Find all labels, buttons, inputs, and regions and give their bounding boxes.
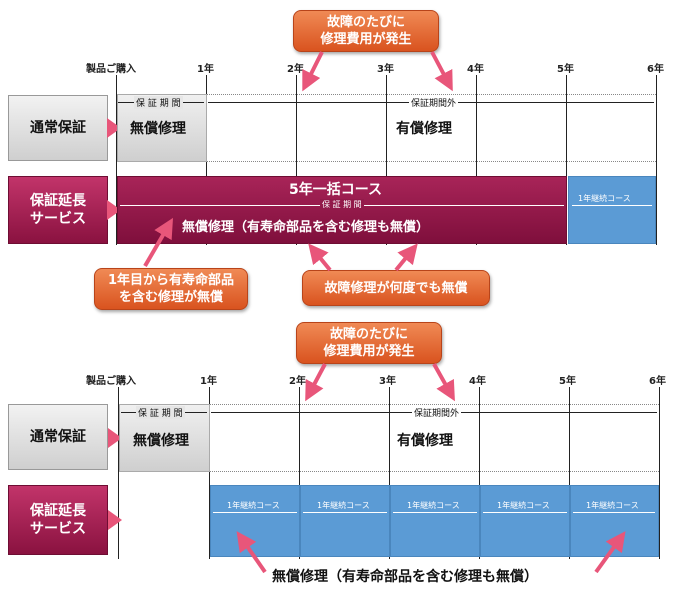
free-repair-text: 無償修理 <box>130 121 186 137</box>
callout-line: 修理費用が発生 <box>320 32 412 47</box>
year-line <box>659 387 660 559</box>
row-label-text: サービス <box>30 521 86 537</box>
tick-purchase: 製品ご購入 <box>86 376 136 387</box>
row-label-normal-warranty: 通常保証 <box>8 404 108 470</box>
one-year-course-label: 1年継続コース <box>317 501 370 510</box>
row-label-extended-service: 保証延長 サービス <box>8 176 108 244</box>
one-year-course-label: 1年継続コース <box>227 501 280 510</box>
tick-year-3: 3年 <box>377 64 394 75</box>
one-year-course-label: 1年継続コース <box>497 501 550 510</box>
one-year-course-label: 1年継続コース <box>407 501 460 510</box>
five-year-course-bar <box>117 176 567 244</box>
row-label-text: 通常保証 <box>30 429 86 445</box>
one-year-course-box <box>300 485 390 557</box>
one-year-course-box <box>210 485 300 557</box>
callout-line: 修理費用が発生 <box>323 344 415 359</box>
warranty-period-label: 保 証 期 間 <box>134 96 183 109</box>
callout-line: 1年目から有寿命部品 <box>107 273 235 288</box>
year-line <box>209 387 210 559</box>
one-year-arrow <box>483 512 567 513</box>
one-year-course-label: 1年継続コース <box>578 194 631 203</box>
tick-year-1: 1年 <box>200 376 217 387</box>
pointer-arrow <box>430 51 453 92</box>
one-year-course-box <box>570 485 659 557</box>
tick-year-4: 4年 <box>467 64 484 75</box>
year-line <box>656 75 657 245</box>
one-year-course-label: 1年継続コース <box>586 501 639 510</box>
row-label-normal-warranty: 通常保証 <box>8 95 108 161</box>
row-label-text: 保証延長 <box>30 503 86 519</box>
year-line <box>476 75 477 245</box>
one-year-arrow <box>303 512 387 513</box>
dotted-line <box>210 404 659 405</box>
callout-line: を含む修理が無償 <box>118 290 223 305</box>
pointer-arrow <box>308 243 332 272</box>
tick-year-6: 6年 <box>649 376 666 387</box>
callout-repair-cost-top: 故障のたびに 修理費用が発生 <box>293 10 439 52</box>
tick-year-1: 1年 <box>197 64 214 75</box>
callout-line: 故障のたびに <box>329 327 408 342</box>
row-label-text: 通常保証 <box>30 120 86 136</box>
pointer-triangle <box>108 428 122 448</box>
tick-year-5: 5年 <box>557 64 574 75</box>
pointer-triangle <box>108 510 122 530</box>
callout-repair-cost-bottom: 故障のたびに 修理費用が発生 <box>296 322 442 364</box>
year-line <box>389 387 390 559</box>
one-year-course-box <box>480 485 570 557</box>
out-of-warranty-label: 保証期間外 <box>409 96 459 109</box>
warranty-period-label: 保 証 期 間 <box>136 406 185 419</box>
tick-year-4: 4年 <box>469 376 486 387</box>
year-line <box>386 75 387 245</box>
row-label-extended-service: 保証延長 サービス <box>8 485 108 555</box>
one-year-arrow <box>393 512 477 513</box>
one-year-arrow <box>573 512 655 513</box>
year-line <box>566 75 567 245</box>
callout-line: 故障のたびに <box>326 15 405 30</box>
tick-year-2: 2年 <box>287 64 304 75</box>
five-year-course-label: 5年一括コース <box>289 182 383 198</box>
row-label-text: 保証延長 <box>30 193 86 209</box>
year-line <box>479 387 480 559</box>
callout-first-year: 1年目から有寿命部品 を含む修理が無償 <box>94 268 248 310</box>
year-line <box>569 387 570 559</box>
dotted-line <box>207 94 656 95</box>
pointer-arrow <box>432 363 455 402</box>
free-repair-text: 無償修理 <box>133 433 189 449</box>
callout-repeat-free: 故障修理が何度でも無償 <box>302 270 490 306</box>
year-line <box>299 387 300 559</box>
five-year-period-label: 保 証 期 間 <box>320 199 364 210</box>
paid-repair-text: 有償修理 <box>396 121 452 137</box>
free-repair-full-text: 無償修理（有寿命部品を含む修理も無償） <box>182 220 430 235</box>
year-line <box>296 75 297 245</box>
one-year-course-box <box>390 485 480 557</box>
one-year-arrow <box>213 512 297 513</box>
year-line <box>116 75 117 245</box>
tick-year-2: 2年 <box>289 376 306 387</box>
tick-year-3: 3年 <box>379 376 396 387</box>
pointer-arrow <box>305 363 327 402</box>
one-year-arrow <box>572 205 652 206</box>
pointer-arrow <box>394 243 418 272</box>
tick-purchase: 製品ご購入 <box>86 64 136 75</box>
pointer-arrow <box>302 51 324 92</box>
free-repair-full-text: 無償修理（有寿命部品を含む修理も無償） <box>272 569 538 585</box>
one-year-course-box <box>568 176 656 244</box>
paid-repair-text: 有償修理 <box>397 433 453 449</box>
dotted-line <box>210 471 659 472</box>
tick-year-5: 5年 <box>559 376 576 387</box>
tick-year-6: 6年 <box>647 64 664 75</box>
dotted-line <box>207 161 656 162</box>
out-of-warranty-label: 保証期間外 <box>412 406 462 419</box>
callout-line: 故障修理が何度でも無償 <box>324 280 468 296</box>
year-line <box>118 387 119 559</box>
row-label-text: サービス <box>30 211 86 227</box>
